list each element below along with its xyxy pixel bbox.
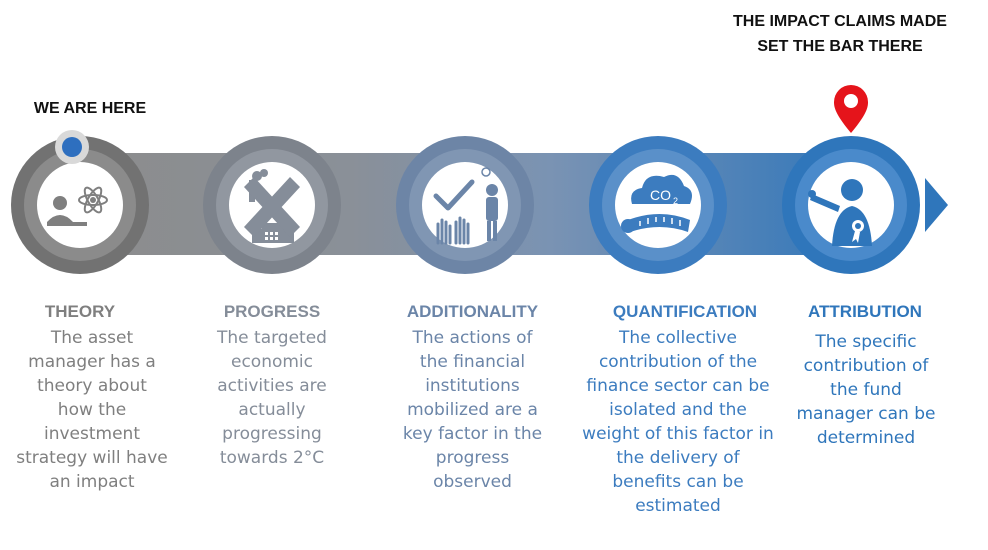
desc-line: The specific [815, 332, 917, 352]
step-title-theory: THEORY [44, 302, 116, 321]
desc-line: isolated and the [609, 400, 747, 420]
desc-line: institutions [425, 376, 520, 396]
timeline-arrow-tip [925, 178, 948, 232]
desc-line: The actions of [412, 328, 533, 348]
checkmark-hands-icon [433, 167, 498, 245]
desc-line: the fund [830, 380, 902, 400]
co2-label: CO [650, 187, 671, 203]
step-circle-quantification: CO 2 [589, 136, 727, 274]
step-circle-progress [203, 136, 341, 274]
step-title-additionality: ADDITIONALITY [406, 302, 539, 321]
desc-line: economic [230, 352, 313, 372]
desc-line: benefits can be [612, 472, 744, 492]
desc-line: mobilized are a [407, 400, 538, 420]
desc-line: estimated [635, 496, 721, 516]
desc-line: the delivery of [616, 448, 740, 468]
desc-line: towards 2°C [219, 448, 325, 468]
desc-line: finance sector can be [586, 376, 770, 396]
desc-line: manager has a [28, 352, 156, 372]
pointing-award-icon [808, 179, 872, 246]
target-label: THE IMPACT CLAIMS MADE SET THE BAR THERE [690, 9, 988, 59]
step-desc-additionality: The actions of the financial institution… [375, 326, 570, 494]
step-title-attribution: ATTRIBUTION [808, 302, 922, 321]
step-desc-attribution: The specific contribution of the fund ma… [785, 330, 947, 450]
step-circle-additionality [396, 136, 534, 274]
step-title-quantification: QUANTIFICATION [612, 302, 758, 321]
co2-cloud-icon: CO 2 [621, 174, 692, 233]
desc-line: how the [57, 400, 127, 420]
desc-line: theory about [37, 376, 147, 396]
process-timeline: CO 2 [11, 85, 948, 274]
desc-line: The collective [619, 328, 737, 348]
step-desc-theory: The asset manager has a theory about how… [0, 326, 184, 494]
desc-line: observed [433, 472, 512, 492]
desc-line: an impact [49, 472, 135, 492]
location-pin-icon [834, 85, 868, 133]
step-desc-quantification: The collective contribution of the finan… [562, 326, 794, 518]
desc-line: contribution of [803, 356, 929, 376]
step-circle-attribution [782, 136, 920, 274]
desc-line: actually [238, 400, 306, 420]
desc-line: contribution of the [598, 352, 758, 372]
target-label-line1: THE IMPACT CLAIMS MADE [733, 13, 947, 30]
person-atom-icon [47, 186, 108, 226]
desc-line: progressing [222, 424, 322, 444]
co2-subscript: 2 [673, 196, 678, 206]
current-position-marker [55, 130, 89, 164]
desc-line: the financial [419, 352, 526, 372]
step-circle-theory [11, 136, 149, 274]
factory-cross-icon [244, 169, 300, 243]
step-title-progress: PROGRESS [223, 302, 321, 321]
desc-line: weight of this factor in [582, 424, 774, 444]
step-desc-progress: The targeted economic activities are act… [197, 326, 347, 470]
desc-line: The asset [50, 328, 134, 348]
desc-line: The targeted [217, 328, 327, 348]
desc-line: manager can be [796, 404, 936, 424]
desc-line: key factor in the [402, 424, 543, 444]
desc-line: activities are [217, 376, 327, 396]
target-label-line2: SET THE BAR THERE [757, 38, 923, 55]
current-position-label: WE ARE HERE [33, 100, 147, 117]
desc-line: determined [816, 428, 916, 448]
desc-line: strategy will have [16, 448, 168, 468]
desc-line: investment [44, 424, 140, 444]
desc-line: progress [435, 448, 510, 468]
